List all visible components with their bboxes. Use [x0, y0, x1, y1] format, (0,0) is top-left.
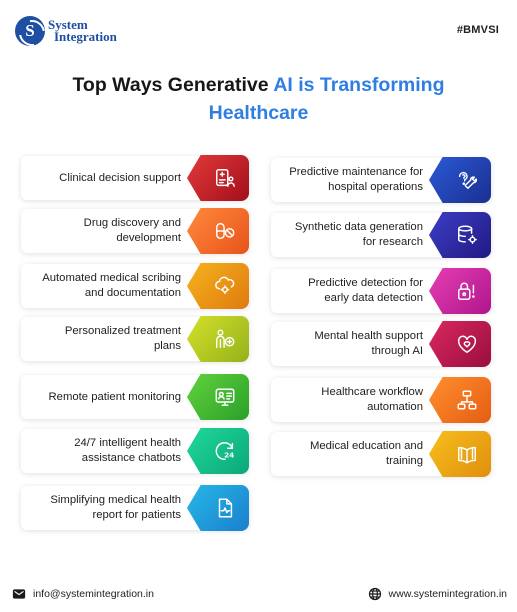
brand-logo: S System Integration [15, 16, 117, 46]
report-pulse-icon [187, 485, 249, 531]
pills-icon [187, 208, 249, 254]
footer-email[interactable]: info@systemintegration.in [12, 587, 154, 601]
clock-24-icon: 24 [187, 428, 249, 474]
page-title: Top Ways Generative AI is Transforming H… [0, 71, 517, 127]
logo-mark-icon: S [15, 16, 45, 46]
mail-icon [12, 589, 26, 599]
cloud-gear-icon [187, 263, 249, 309]
title-line2: Healthcare [208, 102, 309, 124]
clipboard-person-icon [187, 155, 249, 201]
svg-text:24: 24 [224, 450, 234, 459]
email-text[interactable]: info@systemintegration.in [33, 588, 154, 600]
footer-website[interactable]: www.systemintegration.in [368, 587, 507, 601]
workflow-icon [429, 377, 491, 423]
database-gear-icon [429, 212, 491, 258]
logo-line2: Integration [54, 29, 117, 44]
heart-brain-icon [429, 321, 491, 367]
card-label: Remote patient monitoring [48, 390, 182, 403]
lock-alert-icon [429, 268, 491, 314]
wrench-question-icon [429, 157, 491, 203]
card-label: Clinical decision support [59, 171, 181, 184]
monitor-person-icon [187, 374, 249, 420]
left-card-5: Remote patient monitoring [21, 374, 249, 420]
title-part1: Top Ways Generative [72, 74, 274, 96]
book-icon [429, 431, 491, 477]
globe-icon [368, 587, 381, 601]
person-plus-icon [187, 316, 249, 362]
logo-text: System Integration [48, 17, 117, 44]
hashtag: #BMVSI [456, 24, 499, 36]
logo-line1: System [48, 17, 88, 32]
website-text[interactable]: www.systemintegration.in [388, 588, 507, 600]
left-card-1: Clinical decision support [21, 155, 249, 201]
title-accent: AI is Transforming [273, 74, 445, 96]
